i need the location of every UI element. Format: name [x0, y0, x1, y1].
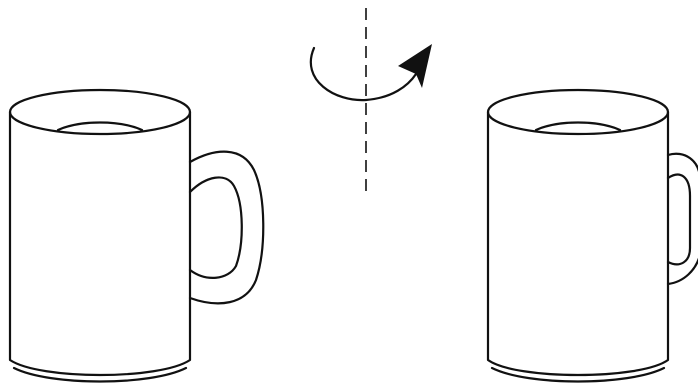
rotation-indicator [311, 8, 432, 192]
mug-left-inner [58, 123, 142, 131]
mug-right-handle-lower [668, 255, 698, 284]
rotation-arrowhead [398, 44, 432, 88]
mug-right [488, 90, 698, 382]
mug-left-rim [10, 90, 190, 134]
mug-left-handle-inner [190, 177, 242, 277]
mug-right-rim [488, 90, 668, 134]
mug-right-inner [536, 123, 620, 131]
mug-right-body [488, 112, 668, 375]
mug-right-handle-inner [668, 175, 690, 265]
mug-left [10, 90, 263, 382]
mug-left-body [10, 112, 190, 375]
rotation-arc [311, 48, 416, 100]
mug-left-handle-outer [190, 152, 263, 304]
